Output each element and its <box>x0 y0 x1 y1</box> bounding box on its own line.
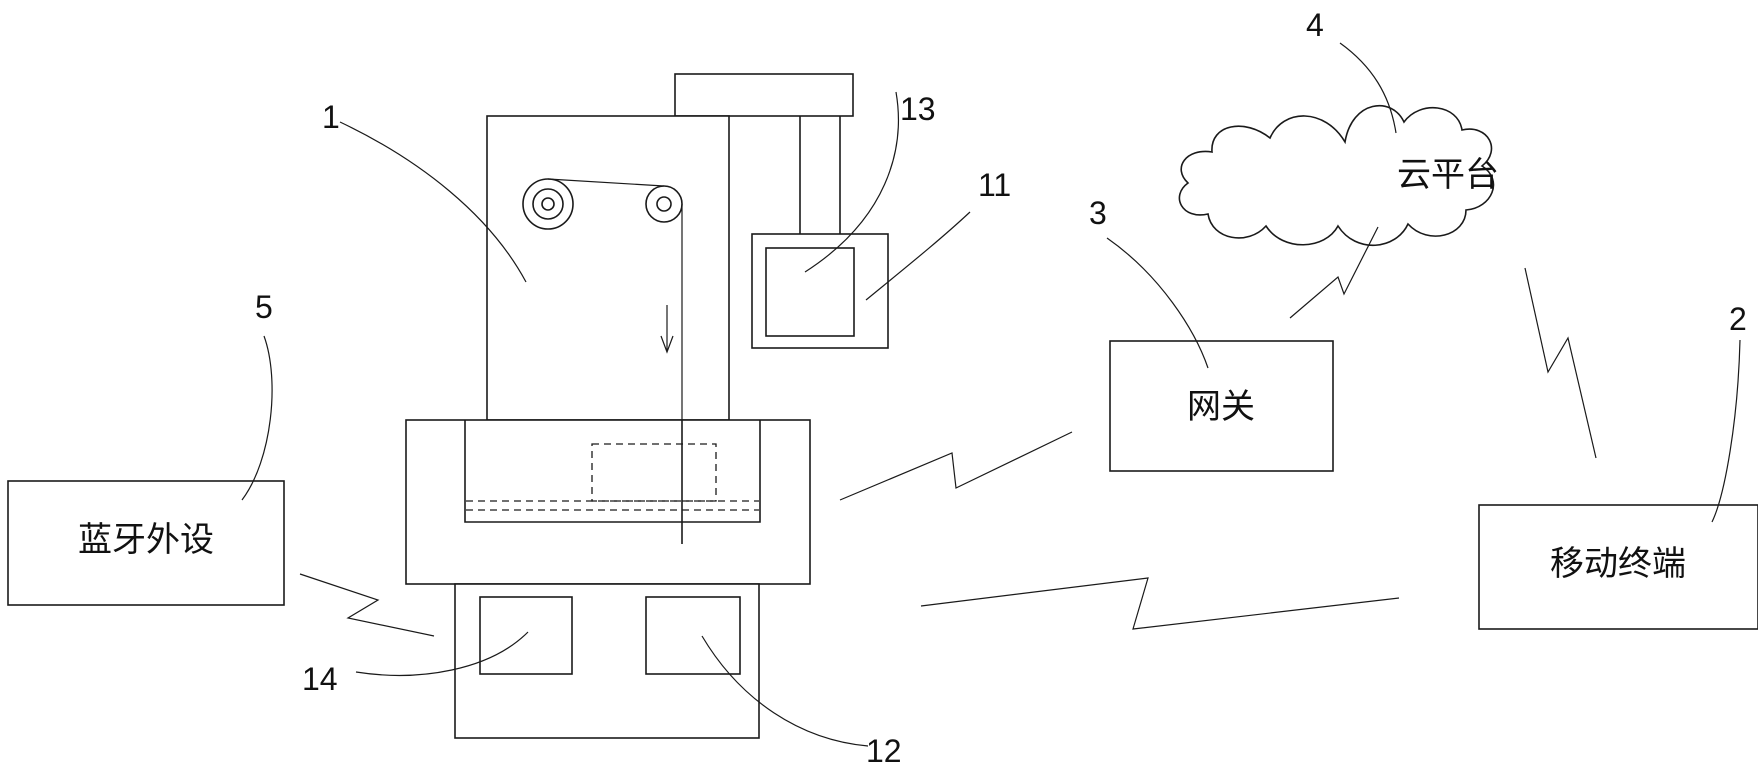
ref-number-1: 1 <box>322 99 340 135</box>
module-12 <box>645 596 741 675</box>
dashed-submodule <box>591 443 717 502</box>
ref-number-14: 14 <box>302 661 338 697</box>
leader-14 <box>355 631 529 676</box>
link-cloud-mobile <box>1524 267 1597 459</box>
ref-number-13: 13 <box>900 91 936 127</box>
link-bluetooth-machine <box>299 573 435 637</box>
machine-upper-tower <box>486 115 730 421</box>
leader-13 <box>804 91 899 273</box>
mobile-terminal-box <box>1478 504 1758 630</box>
ref-number-12: 12 <box>866 733 902 769</box>
leader-3 <box>1106 237 1209 369</box>
leader-2 <box>1711 339 1741 523</box>
link-machine-gateway <box>839 431 1073 501</box>
machine <box>405 73 889 739</box>
leader-12 <box>701 635 869 747</box>
feed-direction-arrow <box>660 305 674 354</box>
module-14 <box>479 596 573 675</box>
ref-number-11: 11 <box>978 167 1011 203</box>
cloud-shape <box>1178 105 1495 247</box>
bluetooth-peripheral-label: 蓝牙外设 <box>78 521 214 559</box>
leader-1 <box>339 121 527 283</box>
leader-4 <box>1339 42 1397 134</box>
ref-number-5: 5 <box>255 289 273 325</box>
ref-number-4: 4 <box>1306 7 1324 43</box>
ref-number-3: 3 <box>1089 195 1107 231</box>
cloud-platform-label: 云平台 <box>1397 156 1499 194</box>
machine-top-cap <box>674 73 854 117</box>
belt-top <box>547 178 665 187</box>
link-gateway-cloud <box>1289 226 1379 319</box>
leader-11 <box>865 211 971 301</box>
machine-tank-body <box>405 419 811 585</box>
gateway-box <box>1109 340 1334 472</box>
gateway-label: 网关 <box>1187 388 1255 426</box>
ref-number-2: 2 <box>1729 301 1747 337</box>
leader-5 <box>241 335 273 501</box>
link-machine-mobile <box>920 577 1400 630</box>
screen-display <box>765 247 855 337</box>
mobile-terminal-label: 移动终端 <box>1550 545 1686 583</box>
tank-inner-wall <box>464 420 761 523</box>
bluetooth-peripheral-box <box>7 480 285 606</box>
